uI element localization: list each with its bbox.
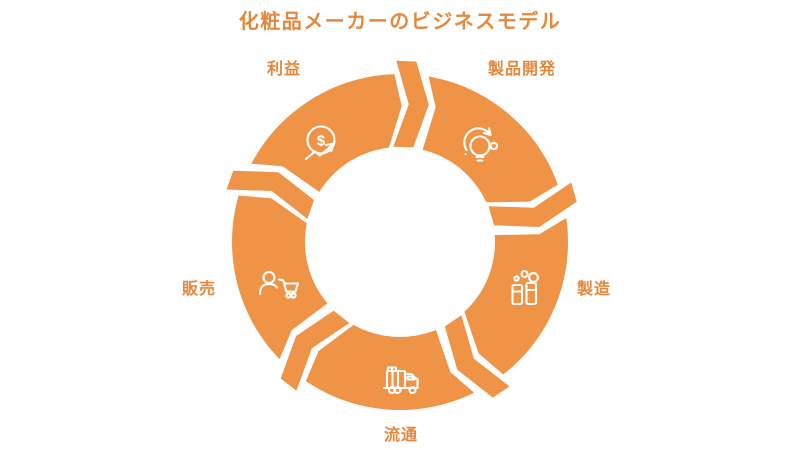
label-sales: 販売 <box>181 281 217 298</box>
label-product-development: 製品開発 <box>487 61 557 78</box>
dollar-glyph: $ <box>317 133 326 150</box>
label-profit: 利益 <box>266 61 302 78</box>
diagram-title: 化粧品メーカーのビジネスモデル <box>238 11 562 33</box>
label-distribution: 流通 <box>383 427 419 444</box>
cycle-ring <box>217 53 586 410</box>
label-manufacturing: 製造 <box>576 281 612 298</box>
customer-shopping-cart-icon <box>258 270 300 299</box>
cosmetic-bottles-icon <box>511 269 539 306</box>
delivery-truck-icon <box>382 366 419 395</box>
lightbulb-idea-icon <box>463 127 499 162</box>
dollar-growth-icon: $ <box>304 125 336 161</box>
